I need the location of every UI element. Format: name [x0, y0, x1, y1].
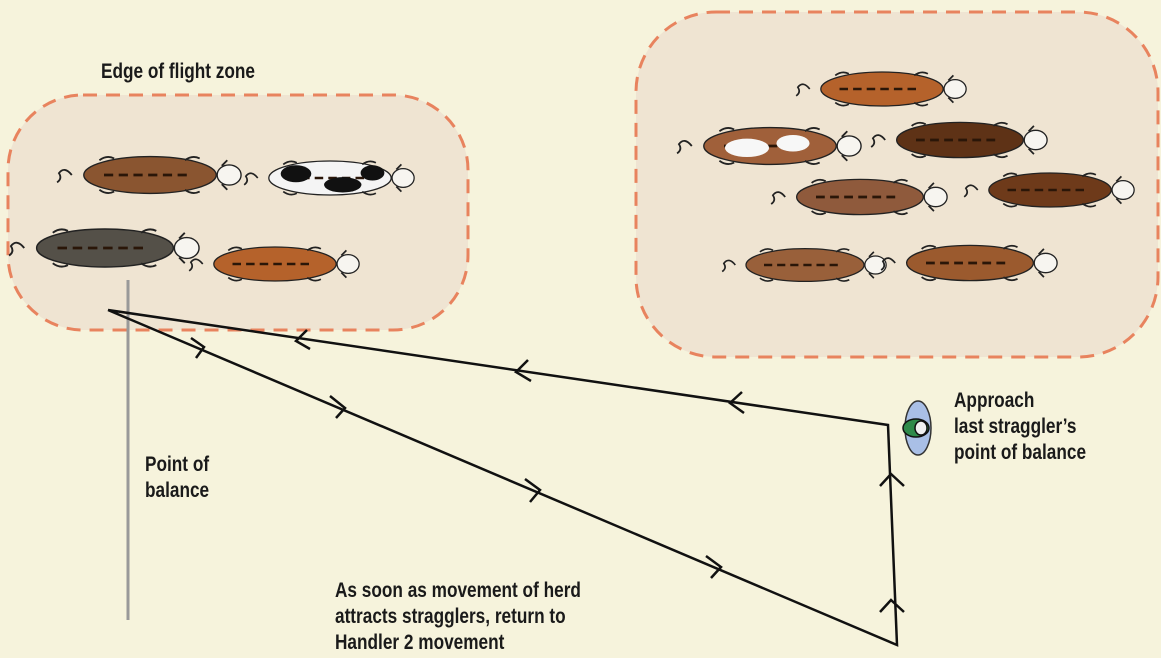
point-of-balance-line-2: balance: [145, 478, 209, 504]
movement-line-3: Handler 2 movement: [335, 630, 581, 656]
approach-line-2: last straggler’s: [954, 414, 1086, 440]
movement-line-1: As soon as movement of herd: [335, 578, 581, 604]
point-of-balance-label: Point of balance: [145, 452, 209, 504]
flight-zone-label: Edge of flight zone: [101, 59, 255, 85]
approach-line-1: Approach: [954, 388, 1086, 414]
point-of-balance-line-1: Point of: [145, 452, 209, 478]
handler-topdown-icon: [903, 401, 931, 455]
movement-line-2: attracts stragglers, return to: [335, 604, 581, 630]
left-flight-zone: [8, 95, 468, 330]
approach-label: Approach last straggler’s point of balan…: [954, 388, 1086, 466]
approach-line-3: point of balance: [954, 440, 1086, 466]
movement-label: As soon as movement of herd attracts str…: [335, 578, 581, 656]
